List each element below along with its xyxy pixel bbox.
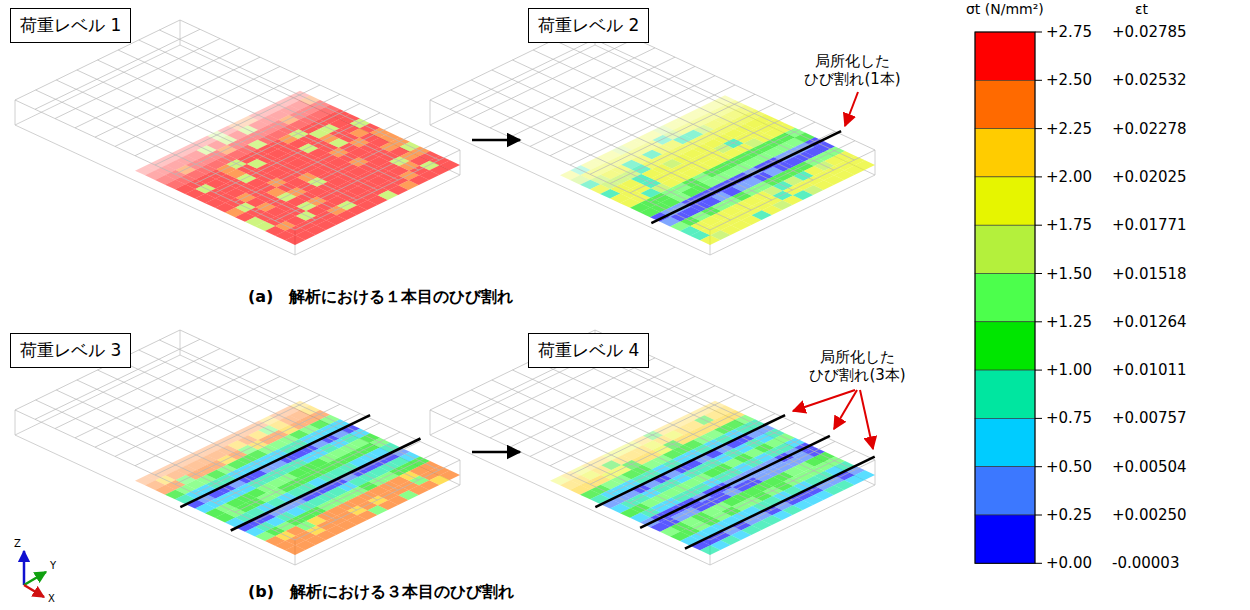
crack-callout: 局所化した ひび割れ(3本) (795, 348, 920, 384)
strain-tick-value: +0.02278 (1112, 120, 1187, 138)
stress-tick-value: +0.25 (1046, 506, 1092, 524)
color-band (975, 370, 1035, 418)
load-level-box: 荷重レベル 4 (528, 333, 649, 368)
tick-mark (1035, 225, 1042, 226)
strain-tick-value: +0.01771 (1112, 216, 1187, 234)
stress-tick-value: +2.75 (1046, 23, 1092, 41)
stress-tick-value: +2.00 (1046, 168, 1092, 186)
tick-mark (1035, 563, 1042, 564)
stress-tick-value: +1.75 (1046, 216, 1092, 234)
strain-tick-value: +0.02025 (1112, 168, 1187, 186)
tick-mark (1035, 273, 1042, 274)
color-band (975, 418, 1035, 466)
color-band (975, 129, 1035, 177)
color-band (975, 515, 1035, 563)
tick-mark (1035, 128, 1042, 129)
color-bar-frame (975, 32, 1035, 563)
load-level-text: 荷重レベル 3 (20, 340, 121, 360)
stress-tick-value: +0.75 (1046, 409, 1092, 427)
color-band (975, 177, 1035, 225)
stress-tick-value: +1.50 (1046, 265, 1092, 283)
axis-x (24, 585, 44, 597)
color-band (975, 322, 1035, 370)
legend-header: εt (1135, 1, 1148, 18)
load-level-text: 荷重レベル 1 (20, 15, 121, 35)
tick-mark (1035, 80, 1042, 81)
stress-tick-value: +1.00 (1046, 361, 1092, 379)
tick-mark (1035, 515, 1042, 516)
crack-line (685, 457, 875, 549)
axis-label: Y (50, 560, 56, 572)
strain-tick-value: +0.02785 (1112, 23, 1187, 41)
tick-mark (1035, 370, 1042, 371)
strain-tick-value: +0.02532 (1112, 71, 1187, 89)
axis-label: X (48, 593, 55, 605)
fem-slab (430, 330, 875, 565)
axis-z (23, 551, 26, 585)
strain-tick-value: +0.01264 (1112, 313, 1187, 331)
crack-line (180, 415, 370, 507)
color-band (975, 80, 1035, 128)
tick-mark (1035, 32, 1042, 33)
color-band (975, 467, 1035, 515)
leader-arrow (860, 390, 873, 449)
legend-header: σt (N/mm²) (966, 1, 1044, 18)
crack-line (231, 439, 421, 531)
crack-line (640, 436, 830, 528)
stress-tick-value: +0.00 (1046, 554, 1092, 572)
progress-arrow (472, 139, 520, 142)
load-level-box: 荷重レベル 1 (10, 8, 131, 43)
fem-slab (15, 20, 460, 255)
leader-arrow (834, 390, 857, 429)
strain-tick-value: +0.00504 (1112, 458, 1187, 476)
load-level-box: 荷重レベル 2 (528, 8, 649, 43)
color-band (975, 32, 1035, 80)
crack-line (595, 415, 785, 507)
strain-tick-value: +0.01518 (1112, 265, 1187, 283)
stress-tick-value: +2.25 (1046, 120, 1092, 138)
axis-label: Z (14, 538, 21, 550)
stress-tick-value: +1.25 (1046, 313, 1092, 331)
tick-mark (1035, 176, 1042, 177)
progress-arrow (472, 451, 520, 454)
stress-tick-value: +0.50 (1046, 458, 1092, 476)
tick-mark (1035, 321, 1042, 322)
strain-tick-value: +0.00250 (1112, 506, 1187, 524)
figure-caption: (a) 解析における１本目のひび割れ (248, 287, 513, 306)
strain-tick-value: +0.00757 (1112, 409, 1187, 427)
stress-tick-value: +2.50 (1046, 71, 1092, 89)
load-level-text: 荷重レベル 2 (538, 15, 639, 35)
color-band (975, 274, 1035, 322)
axis-y (24, 572, 46, 585)
figure-caption: (b) 解析における３本目のひび割れ (248, 582, 514, 601)
leader-arrow (845, 92, 858, 126)
tick-mark (1035, 466, 1042, 467)
color-band (975, 225, 1035, 273)
tick-mark (1035, 418, 1042, 419)
strain-tick-value: -0.00003 (1112, 554, 1179, 572)
load-level-text: 荷重レベル 4 (538, 340, 639, 360)
crack-callout: 局所化した ひび割れ(1本) (790, 52, 915, 88)
load-level-box: 荷重レベル 3 (10, 333, 131, 368)
fem-slab (430, 20, 875, 255)
crack-line (651, 131, 841, 223)
strain-tick-value: +0.01011 (1112, 361, 1187, 379)
